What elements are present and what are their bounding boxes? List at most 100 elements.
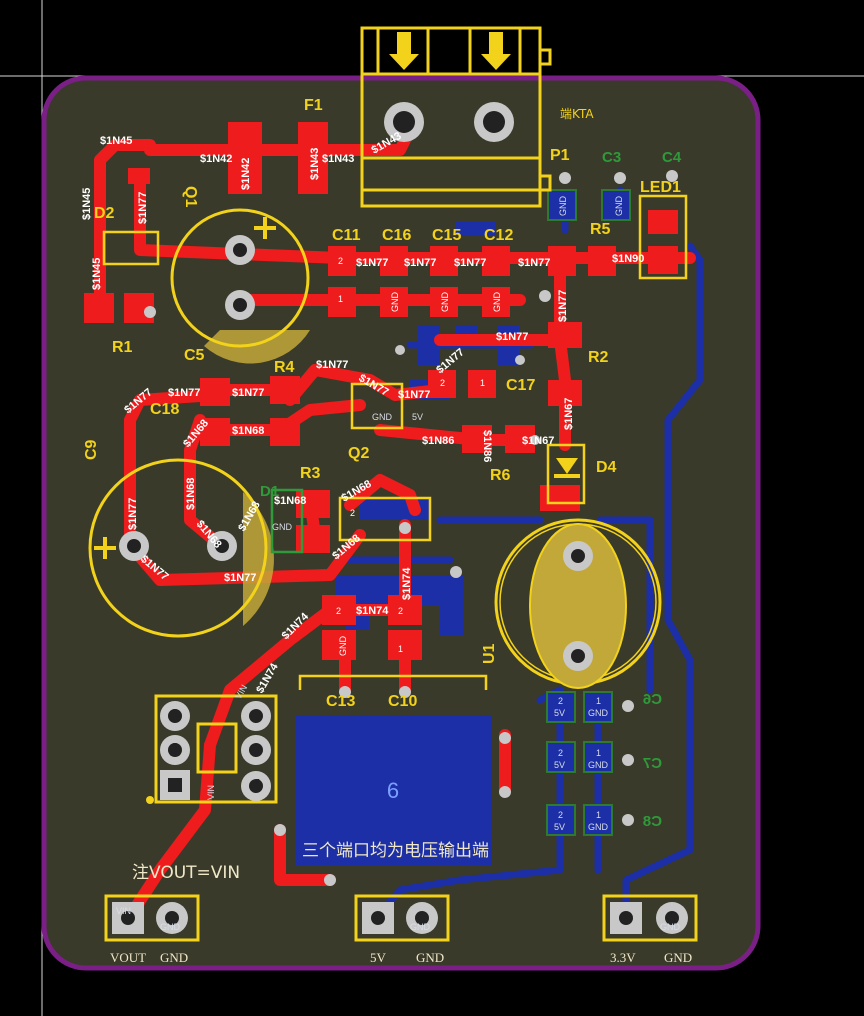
- ref-C16: C16: [382, 227, 411, 244]
- plus-marks: [94, 217, 276, 559]
- pad-label: GND: [558, 196, 568, 217]
- ref-C10: C10: [388, 693, 417, 710]
- p1-thru-pads: [384, 102, 514, 142]
- pad-label: 2: [336, 606, 341, 616]
- net-label: $1N77: [518, 257, 550, 269]
- net-label: $1N77: [127, 498, 139, 530]
- pad-label: VIN: [206, 785, 216, 800]
- net-label: $1N77: [137, 192, 149, 224]
- ref-C3: C3: [602, 149, 621, 166]
- header-connector[interactable]: [146, 694, 278, 804]
- net-label: $1N77: [168, 387, 200, 399]
- net-label: $1N86: [481, 430, 493, 462]
- net-label: $1N68: [185, 478, 197, 510]
- ref-D1: D1: [260, 483, 279, 500]
- net-label: $1N43: [309, 148, 321, 180]
- pad-labels: 2 1 GND GND GND GND 1 2 2 2 1 2 GND 5V G…: [116, 196, 681, 933]
- ref-C4: C4: [662, 149, 682, 166]
- pad-label: GND: [372, 412, 393, 422]
- header-pin-4: 4: [251, 776, 261, 796]
- ref-F1: F1: [304, 97, 323, 114]
- c9-capacitor[interactable]: [88, 458, 274, 638]
- ref-D4: D4: [596, 459, 617, 476]
- net-label: $1N77: [356, 257, 388, 269]
- ref-C11: C11: [332, 227, 361, 244]
- terminal-label-gnd: GND: [416, 950, 444, 965]
- reference-designators: F1 P1 C3 C4 LED1 D2 Q1 C11 C16 C15 C12 R…: [83, 97, 682, 830]
- net-label: $1N42: [240, 158, 252, 190]
- ref-LED1: LED1: [640, 179, 681, 196]
- pad-label: GND: [440, 292, 450, 313]
- u1-thermal-pad-label: 6: [387, 778, 399, 803]
- net-label: $1N77: [316, 359, 348, 371]
- ref-R5: R5: [590, 221, 611, 238]
- net-label: $1N77: [224, 572, 256, 584]
- pad-label: GND: [492, 292, 502, 313]
- pad-label: GND: [588, 708, 609, 718]
- ref-D2: D2: [94, 205, 115, 222]
- p1-terminal-block[interactable]: [360, 26, 552, 208]
- pad-label: GND: [588, 760, 609, 770]
- net-label: $1N77: [496, 331, 528, 343]
- ref-Q1: Q1: [182, 186, 199, 207]
- led1-pad: [648, 246, 678, 274]
- pad-label: 5V: [554, 708, 565, 718]
- pad-label: GND: [390, 292, 400, 313]
- header-pin-numbers: 3 2 1 4: [170, 706, 261, 796]
- ref-R6: R6: [490, 467, 511, 484]
- note-ports-label: 三个端口均为电压输出端: [302, 841, 489, 861]
- vias: [144, 170, 678, 886]
- ref-C7: C7: [643, 755, 662, 772]
- ref-C18: C18: [150, 401, 179, 418]
- pad-label: 5V: [554, 822, 565, 832]
- pad-label: 2: [558, 748, 563, 758]
- pad-label: 1: [596, 810, 601, 820]
- ref-C5: C5: [184, 347, 205, 364]
- ref-C12: C12: [484, 227, 513, 244]
- u1-capacitor-footprint[interactable]: [494, 518, 662, 689]
- ref-C6: C6: [643, 691, 662, 708]
- net-label: $1N77: [404, 257, 436, 269]
- header-pin-3: 3: [170, 706, 180, 726]
- net-label: $1N43: [322, 153, 354, 165]
- header-pin-2: 2: [170, 740, 180, 760]
- net-label: $1N77: [398, 389, 430, 401]
- net-label: $1N42: [200, 153, 232, 165]
- pad-label: 1: [480, 378, 485, 388]
- net-label: $1N77: [232, 387, 264, 399]
- ref-R4: R4: [274, 359, 295, 376]
- output-terminal-vout[interactable]: [104, 894, 200, 942]
- net-label: $1N45: [100, 135, 132, 147]
- net-label: $1N68: [274, 495, 306, 507]
- ref-C17: C17: [506, 377, 535, 394]
- pad-label: GND: [410, 922, 431, 932]
- header-pin-1: 1: [170, 776, 180, 796]
- pad-label: 2: [350, 508, 355, 518]
- ref-R2: R2: [588, 349, 609, 366]
- net-label: $1N90: [612, 253, 644, 265]
- net-label: $1N45: [91, 258, 103, 290]
- d4-diode-icon: [554, 458, 580, 478]
- pad-label: 1: [398, 644, 403, 654]
- silkscreen-outlines: [102, 194, 688, 690]
- net-label: $1N74: [356, 605, 389, 617]
- c5-capacitor[interactable]: [170, 208, 310, 364]
- output-terminal-5v[interactable]: [354, 894, 450, 942]
- pad-label: 2: [558, 696, 563, 706]
- terminal-label-5v: 5V: [370, 950, 387, 965]
- pad-label: 2: [398, 606, 403, 616]
- pad-label: 2: [558, 810, 563, 820]
- output-terminal-3v3[interactable]: [602, 894, 698, 942]
- ref-P1: P1: [550, 147, 570, 164]
- net-label: $1N45: [81, 188, 93, 220]
- net-label: $1N67: [563, 398, 575, 430]
- ref-C13: C13: [326, 693, 355, 710]
- pad-label: 1: [596, 748, 601, 758]
- terminal-label-3v3: 3.3V: [610, 950, 636, 965]
- u1-thermal-pad[interactable]: [296, 715, 492, 865]
- note-vout-label: 注VOUT=VIN: [132, 863, 240, 883]
- ref-C9: C9: [83, 439, 100, 460]
- terminal-label-gnd: GND: [160, 950, 188, 965]
- pad-label: GND: [160, 922, 181, 932]
